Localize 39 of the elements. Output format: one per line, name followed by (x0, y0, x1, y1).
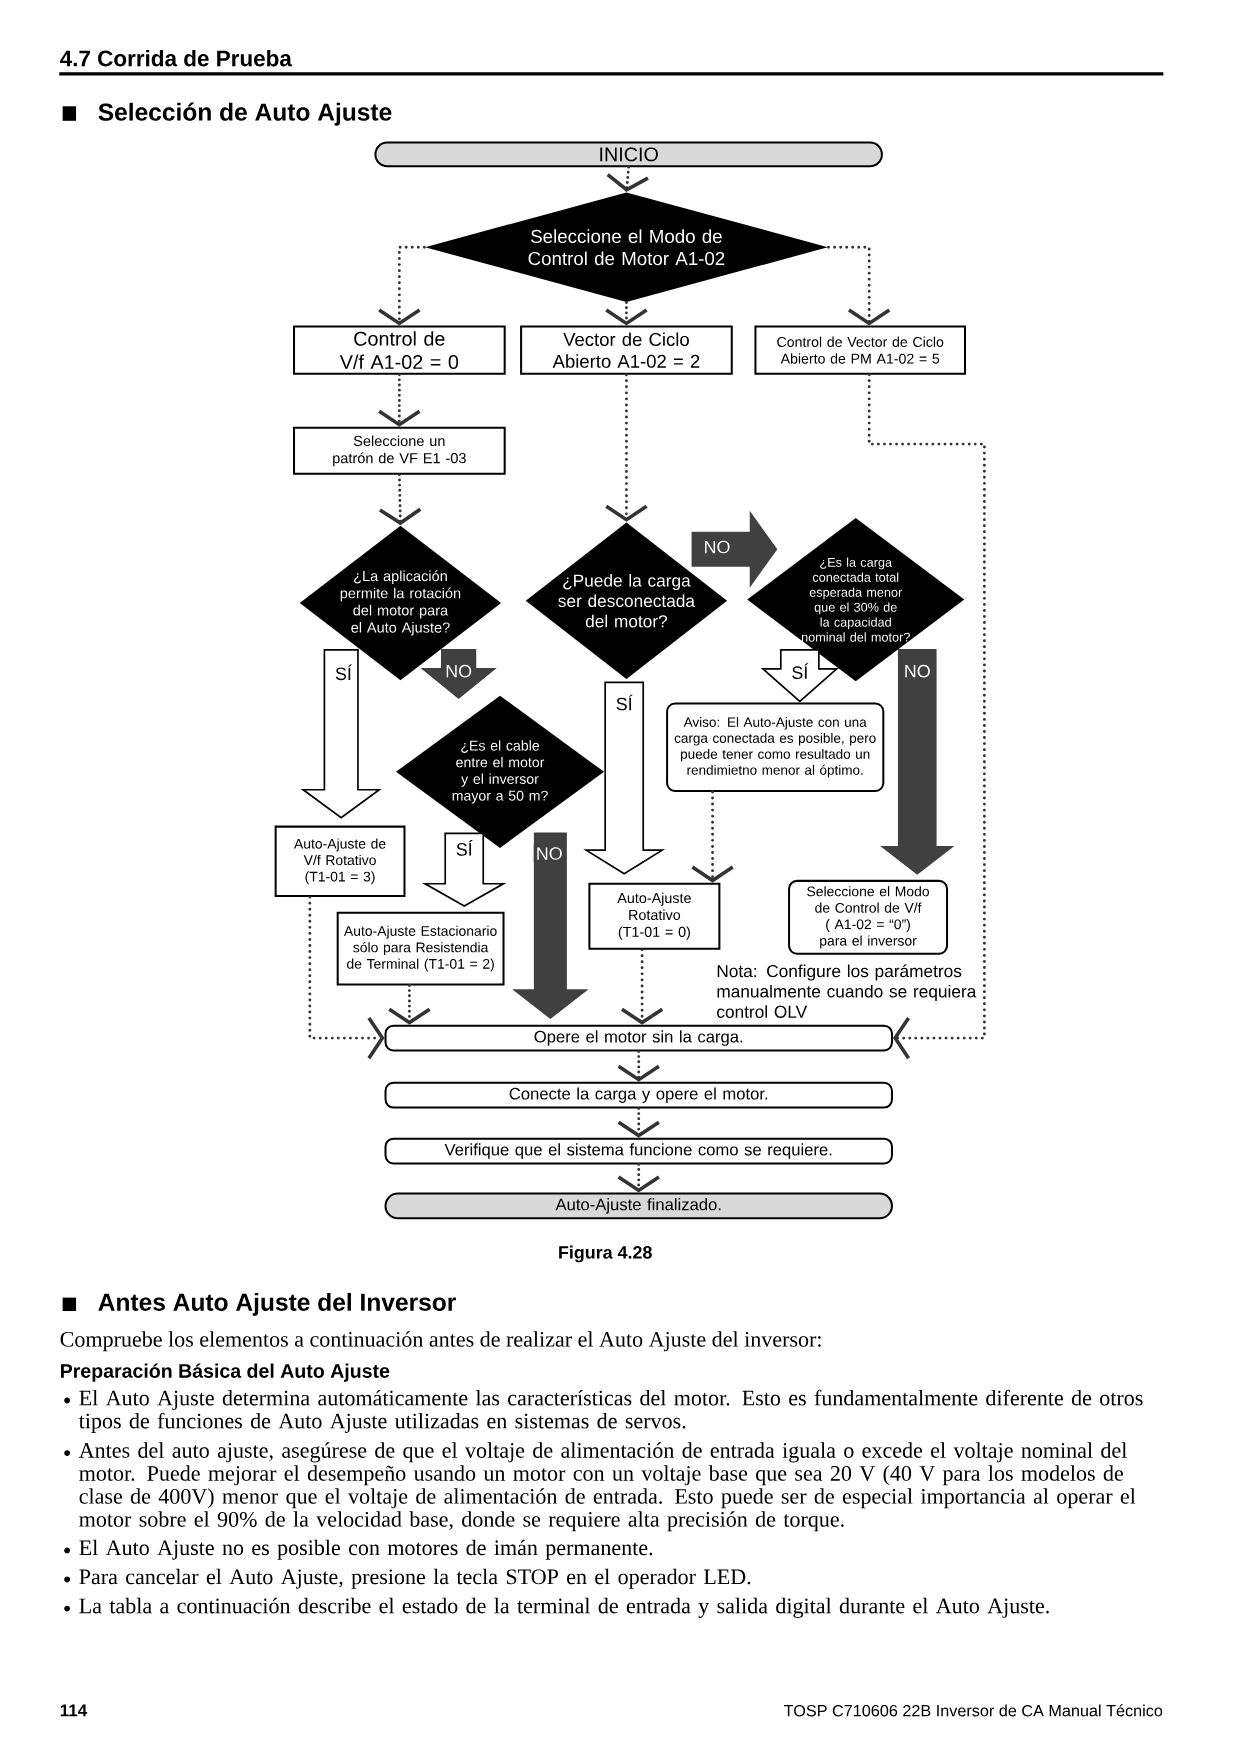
process-box: Seleccione un patrón de VF E1 -03 (293, 426, 506, 475)
process-box: Auto-Ajuste Estacionario sólo para Resistendia de Terminal (T1-01 = 2) (336, 911, 505, 986)
note-box: Aviso: El Auto-Ajuste con una carga conectada es posible, pero puede tener como resultado un rendimietno menor al óptimo. (666, 702, 885, 792)
note-text: Nota: Configure los parámetros manualmente cuando se requiera control OLV (717, 964, 977, 1018)
arrow (867, 373, 987, 1060)
process-box: Control de Vector de Ciclo Abierto de PM A1-02 = 5 (754, 325, 967, 375)
terminal-box: INICIO (374, 141, 884, 168)
section-heading: Antes Auto Ajuste del Inversor (98, 1292, 457, 1316)
arrow (691, 790, 734, 883)
subheading: Preparación Básica del Auto Ajuste (61, 1363, 390, 1382)
process-box: Control de V/f A1-02 = 0 (293, 325, 506, 375)
block-arrow (583, 681, 666, 875)
bullet-text: Para cancelar el Auto Ajuste, presione la tecla STOP en el operador LED. (79, 1568, 751, 1589)
terminal-box: Auto-Ajuste finalizado. (384, 1192, 894, 1220)
note-box: Verifique que el sistema funcione como se requiere. (384, 1137, 894, 1165)
bullet-text: Antes del auto ajuste, asegúrese de que el voltaje de alimentación de entrada iguala o excede el voltaje nominal del motor. Puede mejorar el desempeño usando un motor con un voltaje base que sea 20 V (40 V para los modelos de clase de 400V) menor que el voltaje de alimentación de entrada. Esto puede ser de especial importancia al operar el motor sobre el 90% de la velocidad base, donde se requiere alta precisión de torque. (79, 1442, 1136, 1532)
block-arrow (880, 649, 955, 875)
block-arrow (300, 649, 382, 819)
bullet-text: El Auto Ajuste determina automáticamente las características del motor. Esto es fundamentalmente diferente de otros tipos de funciones de Auto Ajuste utilizadas en sistemas de servos. (79, 1389, 1143, 1433)
figure-caption: Figura 4.28 (559, 1245, 653, 1263)
body-text: Compruebe los elementos a continuación antes de realizar el Auto Ajuste del inversor: (60, 1331, 821, 1352)
section-heading: Selección de Auto Ajuste (98, 102, 392, 126)
process-box: Auto-Ajuste de V/f Rotativo (T1-01 = 3) (274, 825, 406, 898)
arrow (605, 373, 648, 522)
page-footer: TOSP C710606 22B Inversor de CA Manual Técnico (784, 1704, 1163, 1717)
page-header: 4.7 Corrida de Prueba (60, 49, 293, 67)
note-box: Seleccione el Modo de Control de V/f ( A1-02 = “0”) para el inversor (788, 879, 949, 955)
block-arrow (512, 832, 589, 1020)
note-box: Conecte la carga y opere el motor. (384, 1081, 894, 1109)
page-number: 114 (61, 1704, 88, 1717)
arrow (308, 895, 385, 1060)
edge-label: SÍ (789, 661, 811, 682)
process-box: Vector de Ciclo Abierto A1-02 = 2 (520, 325, 733, 375)
bullet-text: La tabla a continuación describe el estado de la terminal de entrada y salida digital durante el Auto Ajuste. (79, 1597, 1049, 1618)
note-box: Opere el motor sin la carga. (384, 1024, 894, 1052)
bullet-text: El Auto Ajuste no es posible con motores de imán permanente. (79, 1539, 653, 1560)
edge-label: SÍ (333, 662, 355, 683)
edge-label: NO (533, 845, 565, 862)
process-box: Auto-Ajuste Rotativo (T1-01 = 0) (588, 882, 721, 950)
